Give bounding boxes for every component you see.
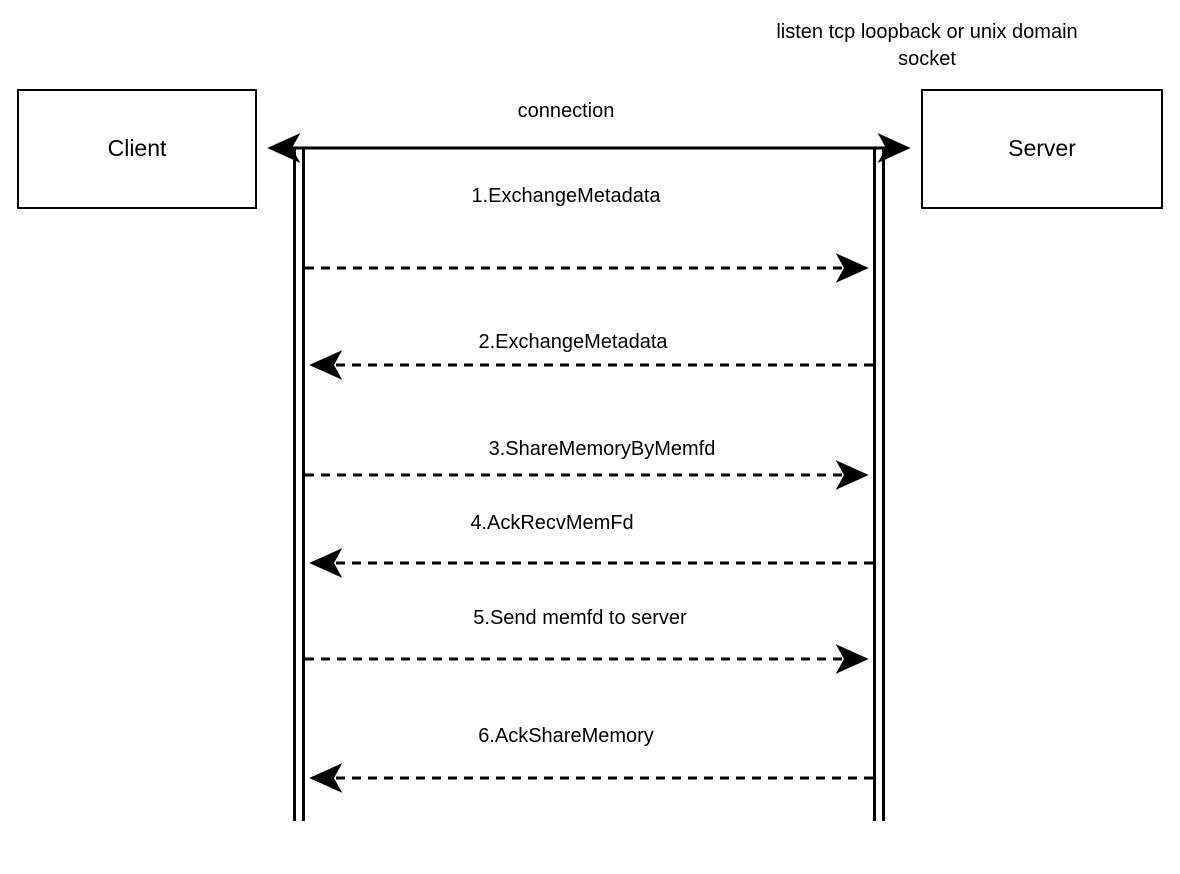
- participant-box-client[interactable]: Client: [17, 89, 257, 209]
- message-label-3: 3.ShareMemoryByMemfd: [488, 438, 716, 460]
- message-label-6: 6.AckShareMemory: [478, 725, 654, 747]
- server-listen-note: listen tcp loopback or unix domain socke…: [776, 21, 1078, 70]
- participant-label-client: Client: [107, 135, 167, 162]
- lifeline-server: [873, 148, 885, 821]
- participant-label-server: Server: [1008, 135, 1076, 162]
- message-label-4: 4.AckRecvMemFd: [470, 512, 634, 534]
- lifeline-client: [293, 148, 305, 821]
- message-label-5: 5.Send memfd to server: [473, 607, 687, 629]
- participant-box-server[interactable]: Server: [921, 89, 1163, 209]
- connection-label: connection: [517, 100, 615, 122]
- message-label-1: 1.ExchangeMetadata: [471, 185, 661, 207]
- message-label-2: 2.ExchangeMetadata: [478, 331, 668, 353]
